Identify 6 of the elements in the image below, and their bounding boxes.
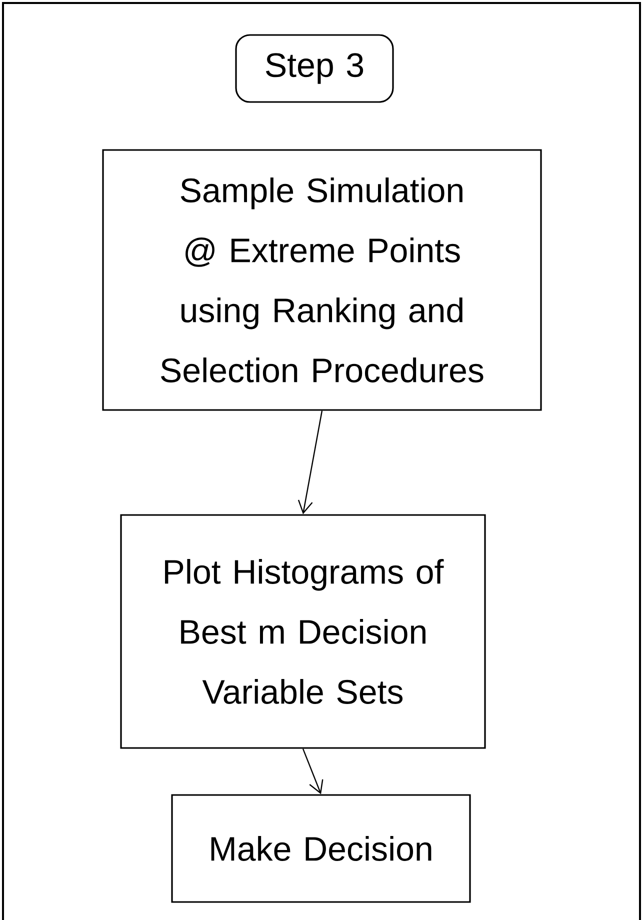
process-box: Sample Simulation @ Extreme Points using Ranking and Selection Procedures xyxy=(102,149,542,411)
process-box: Plot Histograms of Best m Decision Variable Sets xyxy=(120,514,486,749)
arrow xyxy=(302,748,324,794)
step-label: Step 3 xyxy=(235,34,394,103)
process-box: Make Decision xyxy=(171,794,471,903)
arrow xyxy=(298,410,323,514)
